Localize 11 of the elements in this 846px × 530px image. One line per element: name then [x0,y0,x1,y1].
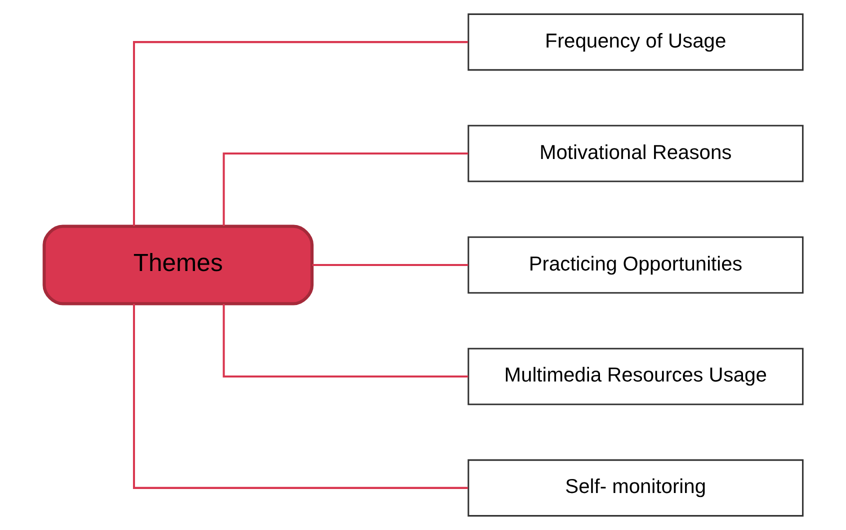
node-box: Motivational Reasons [467,124,804,182]
node-box: Multimedia Resources Usage [467,348,804,406]
node-box: Self- monitoring [467,459,804,517]
connector [132,304,468,489]
connector [222,152,468,226]
node-box: Practicing Opportunities [467,236,804,294]
node-box: Frequency of Usage [467,13,804,71]
connector [222,304,468,378]
node-box: Themes [42,224,314,306]
connector [312,264,468,266]
connector [132,41,468,226]
